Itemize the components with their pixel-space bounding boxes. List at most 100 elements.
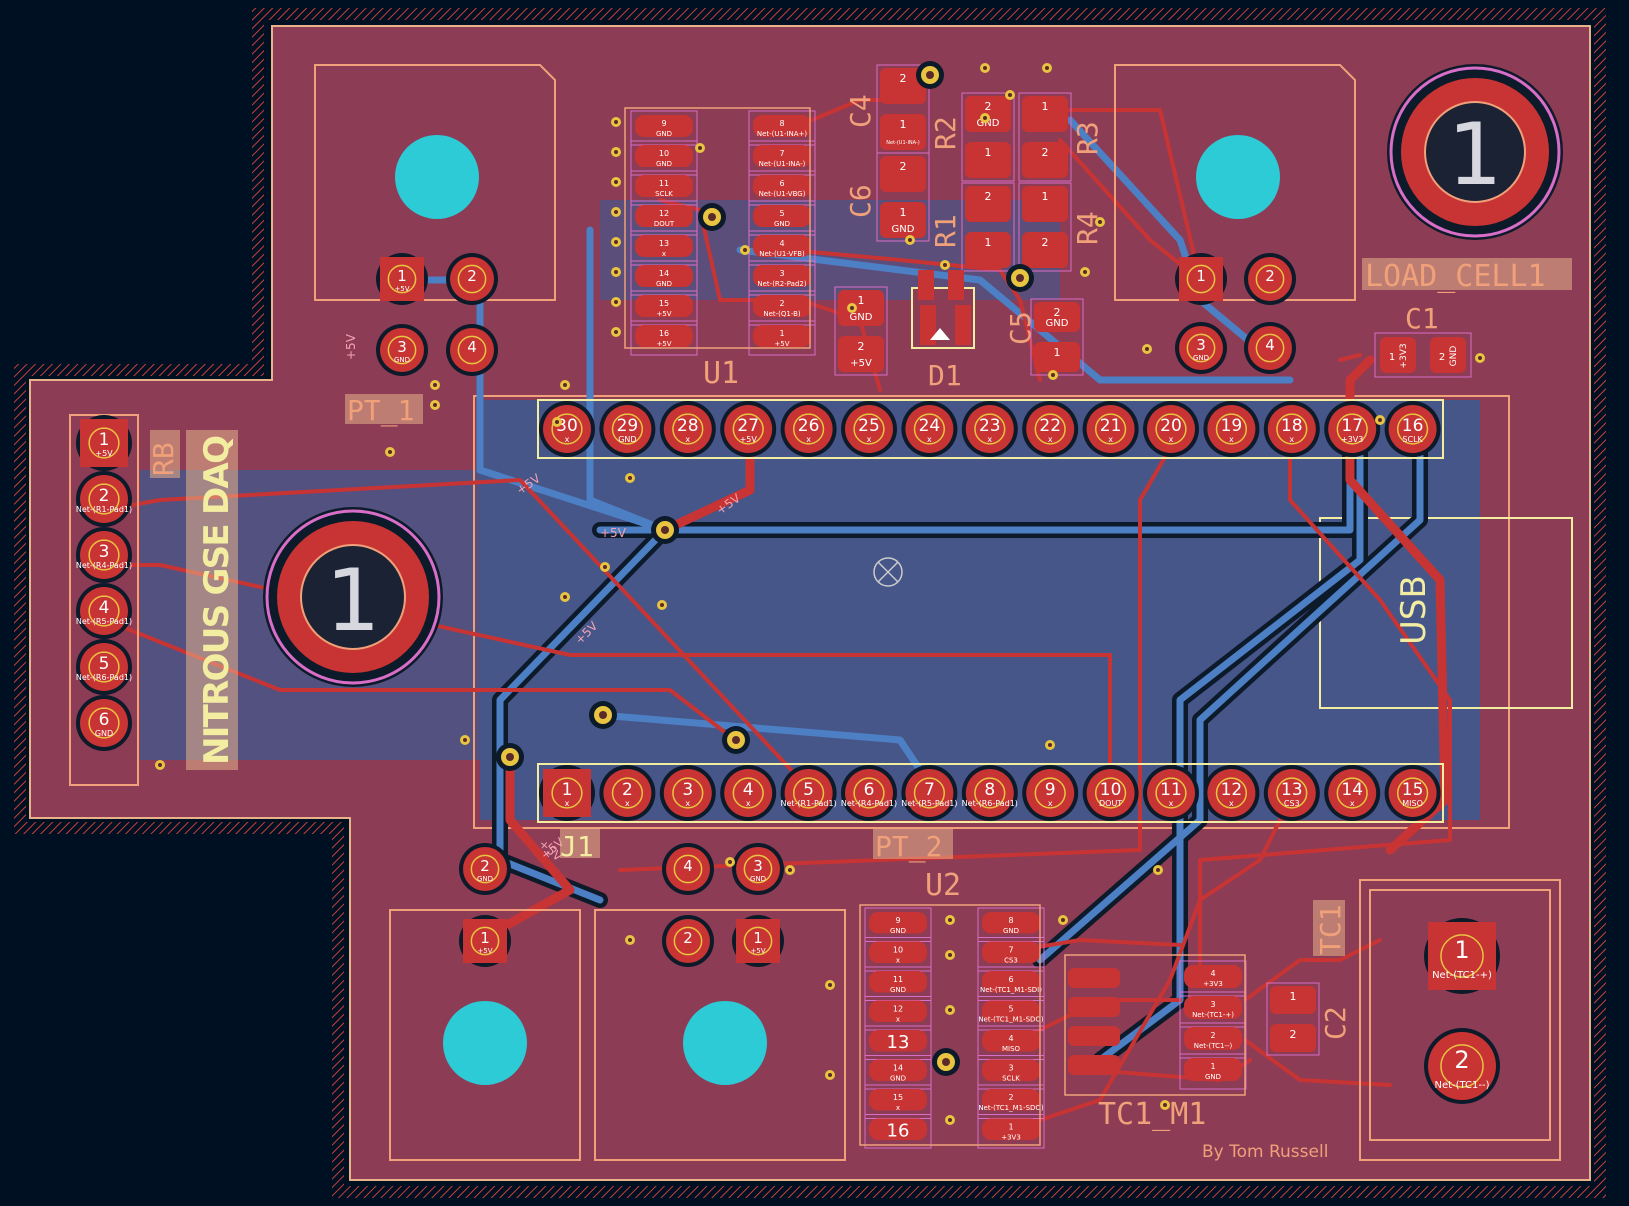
load-cell-pad[interactable]: 2 (1244, 253, 1296, 305)
header-top-pin[interactable]: 27+5V (720, 401, 777, 457)
pt1-pad[interactable]: 4 (446, 324, 498, 376)
header-top-pin[interactable]: 17+3V3 (1324, 401, 1381, 457)
header-bottom-pin[interactable]: 2x (599, 765, 656, 821)
pin-net: x (1289, 435, 1294, 444)
tc1-m1-label: TC1_M1 (1098, 1097, 1206, 1132)
header-top-pin[interactable]: 21x (1082, 401, 1139, 457)
header-bottom-pin[interactable]: 12x (1203, 765, 1260, 821)
header-bottom-pin[interactable]: 14x (1324, 765, 1381, 821)
pt3-pad[interactable]: 2 (662, 915, 714, 967)
header-top-pin[interactable]: 26x (780, 401, 837, 457)
tc1-m1-left-pad[interactable] (1068, 1026, 1120, 1046)
rb-connector-pins[interactable]: 1+5V2Net-(R1-Pad1)3Net-(R4-Pad1)4Net-(R5… (76, 415, 132, 751)
pt2-pad[interactable]: 1+5V (459, 915, 511, 967)
u1-right-pad[interactable]: 1+5V (748, 320, 816, 356)
u1-right-pads[interactable]: 8Net-(U1-INA+)7Net-(U1-INA-)6Net-(U1-VBG… (748, 110, 816, 356)
header-top-pin[interactable]: 19x (1203, 401, 1260, 457)
u2-left-pad[interactable]: 13 (864, 1025, 932, 1060)
u1-left-pad[interactable]: 13x (630, 230, 698, 266)
u2-right-pads[interactable]: 8GND7CS36Net-(TC1_M1-SDI)5Net-(TC1_M1-SD… (977, 907, 1045, 1149)
header-top-pin[interactable]: 18x (1263, 401, 1320, 457)
u2-left-pad[interactable]: 15x (864, 1084, 932, 1119)
r3-resistor[interactable]: 12 (1018, 92, 1072, 182)
header-top-pin[interactable]: 23x (961, 401, 1018, 457)
u1-left-pad[interactable]: 16+5V (630, 320, 698, 356)
pt3-pad[interactable]: 1+5V (732, 915, 784, 967)
r4-resistor[interactable]: 12 (1018, 182, 1072, 272)
c2-capacitor[interactable]: 12 (1266, 982, 1320, 1056)
u2-right-pad[interactable]: 1+3V3 (977, 1114, 1045, 1149)
tc1-m1-left-pad[interactable] (1068, 997, 1120, 1017)
pad-net: Net-(U1-VBG) (759, 190, 806, 198)
pin-number: 28 (677, 416, 699, 436)
tc1-m1-left-pad[interactable] (1068, 1055, 1120, 1075)
header-top-pin[interactable]: 24x (901, 401, 958, 457)
header-top-pin[interactable]: 28x (659, 401, 716, 457)
header-top-pin[interactable]: 20x (1143, 401, 1199, 457)
header-top-pins[interactable]: 30x29GND28x27+5V26x25x24x23x22x21x20x19x… (539, 401, 1441, 457)
load-cell-pad[interactable]: 1 (1175, 253, 1227, 305)
header-top-pin[interactable]: 22x (1022, 401, 1079, 457)
r1-resistor[interactable]: 21 (961, 182, 1015, 272)
tc1-m1-left-pad[interactable] (1068, 968, 1120, 988)
header-bottom-pin[interactable]: 3x (659, 765, 716, 821)
header-bottom-pin[interactable]: 4x (720, 765, 777, 821)
header-top-pin[interactable]: 25x (841, 401, 897, 457)
header-top-pin[interactable]: 30x (539, 401, 595, 457)
header-bottom-pins[interactable]: 1x2x3x4x5Net-(R1-Pad1)6Net-(R4-Pad1)7Net… (539, 765, 1441, 821)
u2-left-pad[interactable]: 16 (864, 1114, 932, 1149)
pt3-pad[interactable]: 4 (662, 843, 714, 895)
header-bottom-pin[interactable]: 9x (1022, 765, 1079, 821)
pt1-pad[interactable]: 1+5V (376, 253, 428, 305)
pt1-pad[interactable]: 2 (446, 253, 498, 305)
header-bottom-pin[interactable]: 11x (1143, 765, 1199, 821)
header-bottom-pin[interactable]: 1x (539, 765, 595, 821)
rb-pin[interactable]: 1+5V (76, 415, 132, 471)
load-cell-pad[interactable]: 4 (1244, 322, 1296, 374)
passive-components[interactable]: 21Net-(U1-INA-)21GND2GND11221121GND2+5V2… (834, 64, 1472, 1056)
